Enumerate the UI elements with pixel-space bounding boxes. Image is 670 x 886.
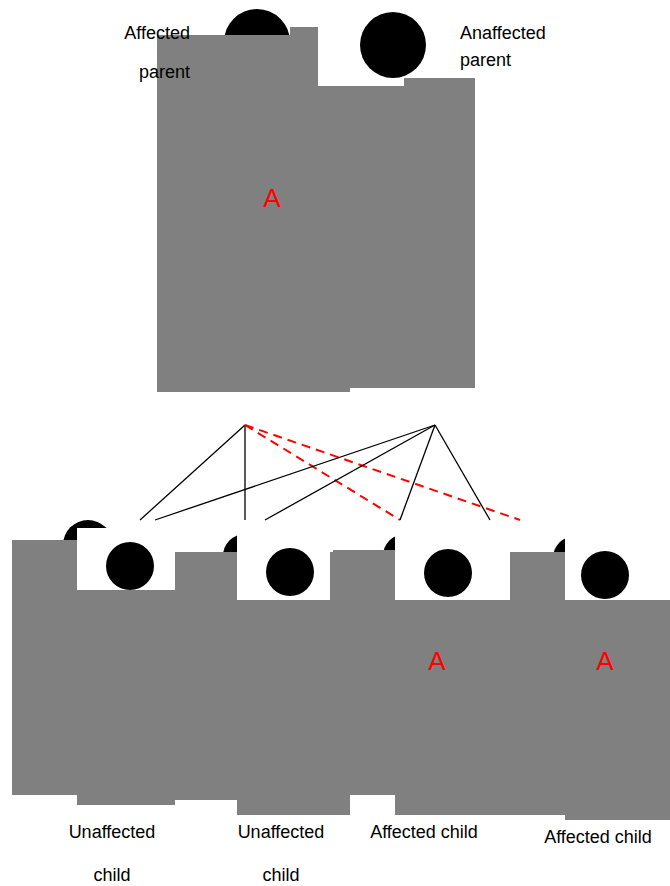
- body: [77, 590, 175, 805]
- body: [395, 600, 565, 815]
- inheritance-line: [244, 425, 245, 520]
- parent-figure: Anaffected parent: [350, 10, 575, 425]
- trait-mark: A: [263, 183, 280, 214]
- person-label: Affected child: [538, 816, 658, 859]
- inheritance-line: [400, 425, 435, 520]
- child-figure: Unaffected child: [175, 520, 335, 886]
- person-label: Affected child: [364, 811, 484, 854]
- person-label: Anaffected parent: [460, 20, 565, 74]
- trait-mark: A: [428, 646, 445, 677]
- body: [237, 600, 350, 815]
- head-square: [565, 530, 670, 600]
- body: [404, 78, 475, 88]
- head-square: [395, 530, 510, 600]
- trait-mark: A: [596, 646, 613, 677]
- inheritance-line: [245, 425, 520, 520]
- inheritance-line: [140, 425, 245, 520]
- parent-figure: Affected parentA: [100, 10, 350, 425]
- inheritance-line: [245, 425, 400, 520]
- inheritance-line: [265, 425, 435, 520]
- child-figure: Affected child A: [510, 520, 668, 886]
- head-square: [237, 530, 330, 600]
- person-label: Unaffected child: [52, 811, 172, 886]
- inheritance-line: [155, 425, 435, 520]
- head: [581, 551, 629, 599]
- body: [565, 600, 670, 820]
- child-figure: Unaffected child: [10, 520, 175, 886]
- person-label: Affected parent: [100, 14, 190, 92]
- head-square: [77, 528, 175, 590]
- inheritance-line: [435, 425, 490, 520]
- head: [424, 549, 472, 597]
- head: [360, 12, 426, 78]
- child-figure: Affected child A: [335, 520, 510, 886]
- head: [266, 548, 314, 596]
- person-label: Unaffected child: [221, 811, 341, 886]
- body: [318, 86, 475, 388]
- head: [106, 542, 154, 590]
